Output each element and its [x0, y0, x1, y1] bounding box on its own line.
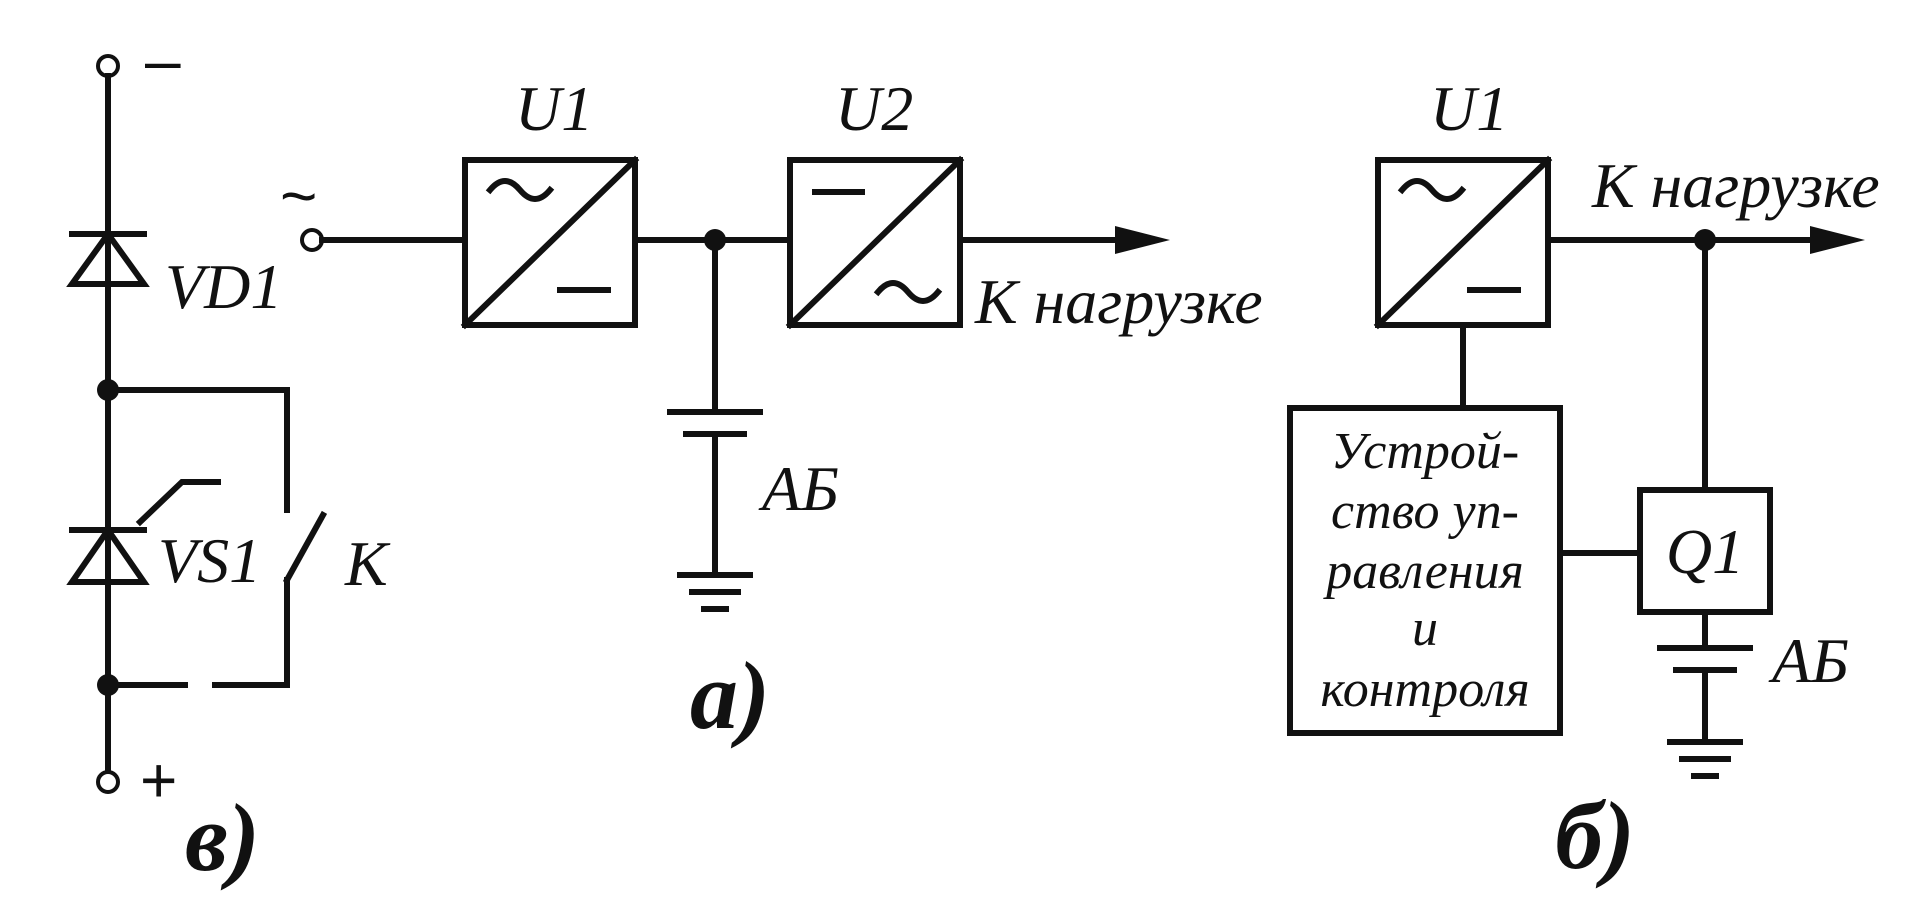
caption-v: в)	[185, 784, 260, 891]
vd1-label: VD1	[165, 251, 282, 322]
switch-q1	[1637, 487, 1773, 615]
diode-vd1	[66, 228, 150, 287]
control-block-line-4: и	[1412, 600, 1438, 657]
output-arrow	[1115, 226, 1170, 254]
thyristor-vs1	[66, 479, 221, 585]
vs1-label: VS1	[158, 525, 261, 596]
rectifier-u1-b	[1373, 155, 1553, 330]
plus-sign: +	[140, 744, 177, 816]
output-arrow-b	[1810, 226, 1865, 254]
battery-ab	[667, 237, 763, 612]
circuit-b: U1 К нагрузке Устрой- ство уп- равления …	[1287, 73, 1880, 889]
control-block-line-5: контроля	[1320, 661, 1529, 718]
u1-label: U1	[515, 73, 593, 144]
ac-input-symbol: ~	[280, 160, 317, 232]
u2-label: U2	[835, 73, 913, 144]
battery-ab-b	[1657, 609, 1753, 779]
battery-ab-label-b: АБ	[1768, 625, 1849, 696]
output-label-a: К нагрузке	[974, 266, 1263, 337]
plus-terminal	[96, 770, 120, 794]
control-block-line-2: ство уп-	[1331, 483, 1519, 540]
caption-b: б)	[1555, 782, 1635, 889]
bypass-wire-bottom	[212, 577, 290, 688]
bypass-wire-top	[105, 387, 290, 513]
battery-ab-label: АБ	[758, 453, 839, 524]
contact-k	[282, 510, 328, 585]
caption-a: а)	[690, 642, 770, 749]
output-label-b: К нагрузке	[1591, 150, 1880, 221]
u1-label-b: U1	[1430, 73, 1508, 144]
control-block-line-1: Устрой-	[1331, 423, 1520, 480]
switch-q1-label: Q1	[1666, 516, 1744, 587]
circuit-v: – VD1 VS1 К + в)	[66, 24, 391, 891]
circuit-a: ~ U1 АБ U2	[280, 73, 1263, 749]
control-block-line-3: равления	[1322, 543, 1524, 600]
minus-sign: –	[145, 24, 181, 96]
rectifier-u1	[460, 155, 640, 330]
contact-k-label: К	[344, 528, 391, 599]
control-block	[1287, 405, 1563, 736]
inverter-u2	[785, 155, 965, 330]
